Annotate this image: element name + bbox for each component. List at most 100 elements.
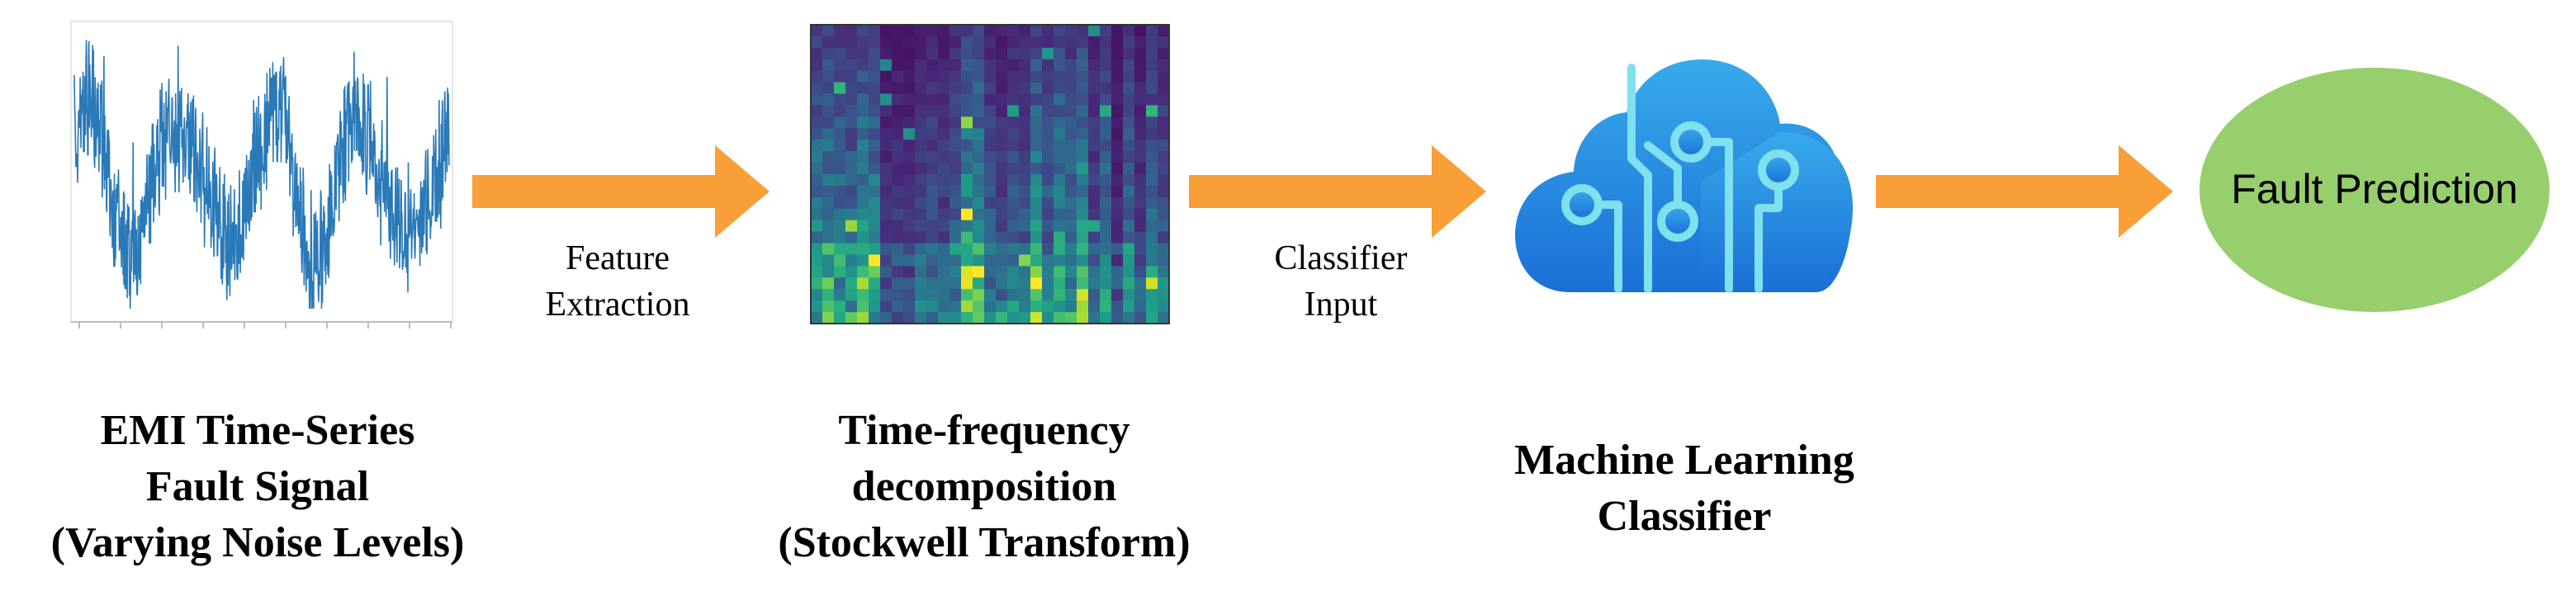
spectrogram-cell [1042,116,1054,129]
spectrogram-cell [1077,59,1089,72]
spectrogram-cell [1146,266,1158,278]
signal-plot-ticks [78,322,452,329]
spectrogram-cell [1065,185,1077,198]
spectrogram-cell [1088,82,1101,95]
spectrogram-cell [973,82,985,95]
spectrogram-cell [880,25,893,37]
spectrogram-cell [961,93,973,106]
arrow-to-prediction [1876,145,2173,238]
spectrogram-cell [869,93,881,106]
spectrogram-cell [811,254,823,267]
spectrogram-cell [822,300,835,313]
spectrogram-cell [1042,35,1054,49]
spectrogram-cell [880,289,893,301]
spectrogram-cell [1054,25,1066,37]
spectrogram-cell [938,59,950,72]
spectrogram-cell [1111,59,1124,72]
spectrogram-cell [834,266,846,278]
spectrogram-cell [1054,231,1066,244]
spectrogram-cell [1111,266,1124,278]
spectrogram-cell [1030,25,1043,37]
spectrogram-cell [880,277,893,290]
spectrogram-cell [903,231,916,244]
spectrogram-cell [1019,59,1031,72]
spectrogram-cell [949,70,962,83]
arrow-2-label-line-2: Input [1305,286,1378,324]
spectrogram-cell [1065,300,1077,313]
spectrogram-cell [1088,128,1101,140]
spectrogram-cell [857,266,869,278]
spectrogram-cell [1030,47,1043,60]
spectrogram-cell [811,231,823,244]
spectrogram-cell [880,174,893,187]
spectrogram-cell [926,231,939,244]
spectrogram-cell [984,116,997,129]
spectrogram-cell [869,35,881,49]
spectrogram-cell [811,196,823,210]
spectrogram-cell [857,185,869,198]
spectrogram-cell [857,220,869,233]
spectrogram-cell [984,139,997,152]
spectrogram-cell [1007,289,1020,301]
spectrogram-cell [834,116,846,129]
spectrogram-cell [880,243,893,256]
spectrogram-cell [961,128,973,140]
spectrogram-cell [1158,116,1170,129]
circuit-trace-center [1644,141,1682,214]
spectrogram-cell [880,185,893,198]
spectrogram-cell [892,139,904,152]
spectrogram-cell [869,116,881,129]
spectrogram-cell [1100,185,1112,198]
spectrogram-cell [845,266,858,278]
spectrogram-cell [1100,139,1112,152]
spectrogram-cell [1146,163,1158,175]
spectrogram-cell [1158,105,1170,117]
spectrogram-cell [1042,254,1054,267]
spectrogram-cell [1146,116,1158,129]
spectrogram-cell [845,151,858,163]
spectrogram-cell [1134,277,1147,290]
spectrogram-cell [845,47,858,60]
spectrogram-cell [1054,105,1066,117]
spectrogram-cell [857,25,869,37]
spectrogram-cell [834,70,846,83]
spectrogram-cell [880,116,893,129]
spectrogram-cell [857,105,869,117]
spectrogram-cell [915,163,927,175]
spectrogram-cell [1065,59,1077,72]
spectrogram-cell [1054,254,1066,267]
spectrogram-cell [857,151,869,163]
spectrogram-cell [938,93,950,106]
spectrogram-cell [880,163,893,175]
spectrogram-cell [1088,185,1101,198]
spectrogram-cell [1134,151,1147,163]
spectrogram-cell [1111,231,1124,244]
spectrogram-cell [1065,105,1077,117]
spectrogram-cell [1123,277,1135,290]
spectrogram-cell [996,163,1008,175]
spectrogram-cell [869,220,881,233]
spectrogram-cell [1019,300,1031,313]
spectrogram-cell [1158,231,1170,244]
spectrogram-cell [996,185,1008,198]
caption-stockwell: Time-frequency decomposition (Stockwell … [778,407,1190,566]
spectrogram-cell [892,289,904,301]
spectrogram-cell [1088,196,1101,210]
spectrogram-cell [1042,289,1054,301]
spectrogram-cell [834,139,846,152]
spectrogram-cell [892,220,904,233]
spectrogram-cell [845,25,858,37]
spectrogram-cell [1042,174,1054,187]
spectrogram-cell [1134,300,1147,313]
spectrogram-cell [1158,208,1170,221]
spectrogram-cell [1134,163,1147,175]
spectrogram-cell [1088,93,1101,106]
spectrogram-cell [1077,277,1089,290]
spectrogram-cell [869,163,881,175]
spectrogram-cell [938,289,950,301]
spectrogram-cell [1042,220,1054,233]
spectrogram-cell [1134,82,1147,95]
spectrogram-cell [926,300,939,313]
spectrogram-cell [1100,128,1112,140]
spectrogram-cell [926,25,939,37]
